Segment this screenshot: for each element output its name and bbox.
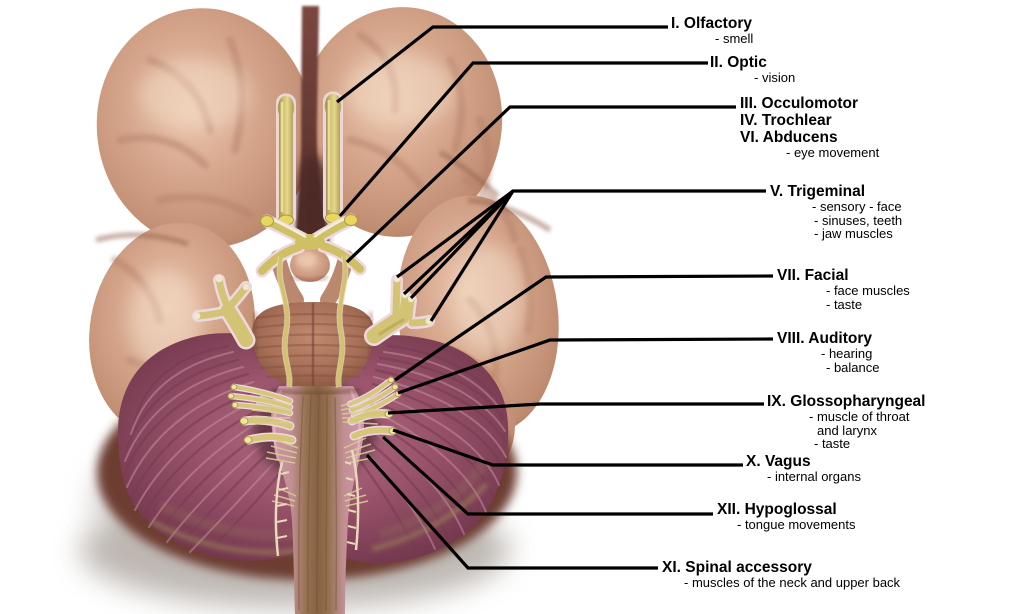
nerve-name: II. Optic bbox=[710, 54, 767, 71]
nerve-function: - eye movement bbox=[786, 145, 880, 160]
leader-line-auditory bbox=[397, 337, 774, 395]
nerve-function: - internal organs bbox=[767, 469, 861, 484]
nerve-function: - tongue movements bbox=[737, 517, 856, 532]
spinal-accessory-rootlets bbox=[274, 449, 360, 557]
label-auditory: VIII. Auditory - hearing - balance bbox=[777, 330, 879, 374]
olfactory-tracts bbox=[276, 91, 343, 227]
nerve-name: XII. Hypoglossal bbox=[717, 501, 837, 518]
leader-line-vagus bbox=[392, 428, 743, 467]
nerve-name: IX. Glossopharyngeal bbox=[767, 393, 926, 410]
nerve-function: - vision bbox=[754, 70, 796, 85]
leader-line-optic bbox=[338, 61, 708, 218]
label-optic: II. Optic - vision bbox=[710, 54, 795, 85]
nerve-name: V. Trigeminal bbox=[770, 183, 866, 200]
label-spinal-accessory: XI. Spinal accessory - muscles of the ne… bbox=[662, 559, 900, 590]
nerve-function: - muscle of throat bbox=[809, 409, 910, 424]
trigeminal-nerve-right bbox=[364, 274, 435, 346]
optic-chiasm bbox=[255, 213, 367, 278]
label-facial: VII. Facial - face muscles - taste bbox=[777, 267, 910, 311]
leader-line-glossopharyngeal bbox=[387, 402, 764, 415]
glossopharyngeal-vagus-nerves bbox=[239, 409, 398, 445]
nerve-function: and larynx bbox=[817, 422, 877, 438]
nerve-name: X. Vagus bbox=[746, 453, 811, 470]
leader-line-hypoglossal bbox=[381, 435, 713, 516]
nerve-name: III. Occulomotor bbox=[740, 95, 858, 112]
label-vagus: X. Vagus - internal organs bbox=[746, 453, 861, 484]
nerve-function: - jaw muscles bbox=[814, 226, 893, 241]
nerve-function: - sensory - face bbox=[812, 199, 902, 214]
nerve-function: - taste bbox=[826, 296, 863, 312]
nerve-name: VII. Facial bbox=[777, 267, 849, 284]
mammillary-bodies bbox=[290, 248, 330, 283]
trigeminal-nerve-left bbox=[192, 274, 256, 350]
leader-lines bbox=[336, 25, 774, 570]
leader-line-trigeminal bbox=[396, 189, 766, 322]
label-hypoglossal: XII. Hypoglossal - tongue movements bbox=[717, 501, 856, 532]
pons bbox=[251, 302, 375, 388]
nerve-function: - muscles of the neck and upper back bbox=[684, 575, 901, 590]
leader-line-spinal-accessory bbox=[365, 453, 658, 570]
nerve-name: I. Olfactory bbox=[671, 15, 752, 32]
label-glossopharyngeal: IX. Glossopharyngeal - muscle of throat … bbox=[767, 393, 926, 451]
nerve-name: XI. Spinal accessory bbox=[662, 559, 812, 576]
leader-line-olfactory bbox=[336, 25, 668, 104]
nerve-function: - sinuses, teeth bbox=[814, 212, 903, 228]
leader-line-oculomotor bbox=[345, 105, 736, 264]
nerve-name: VI. Abducens bbox=[740, 129, 838, 146]
nerve-function: - hearing bbox=[821, 346, 873, 361]
label-olfactory: I. Olfactory - smell bbox=[671, 15, 753, 46]
nerve-function: - balance bbox=[826, 359, 880, 375]
oculomotor-nerves bbox=[276, 255, 349, 388]
nerve-name: IV. Trochlear bbox=[740, 112, 832, 129]
label-oculomotor-trochlear-abducens: III. Occulomotor IV. Trochlear VI. Abduc… bbox=[740, 95, 879, 160]
nerve-function: - face muscles bbox=[826, 283, 910, 298]
cranial-nerves bbox=[192, 91, 435, 557]
nerve-function: - smell bbox=[715, 31, 754, 46]
label-trigeminal: V. Trigeminal - sensory - face - sinuses… bbox=[770, 183, 902, 241]
leader-line-facial bbox=[394, 274, 774, 382]
nerve-function: - taste bbox=[814, 436, 851, 451]
nerve-name: VIII. Auditory bbox=[777, 330, 873, 347]
